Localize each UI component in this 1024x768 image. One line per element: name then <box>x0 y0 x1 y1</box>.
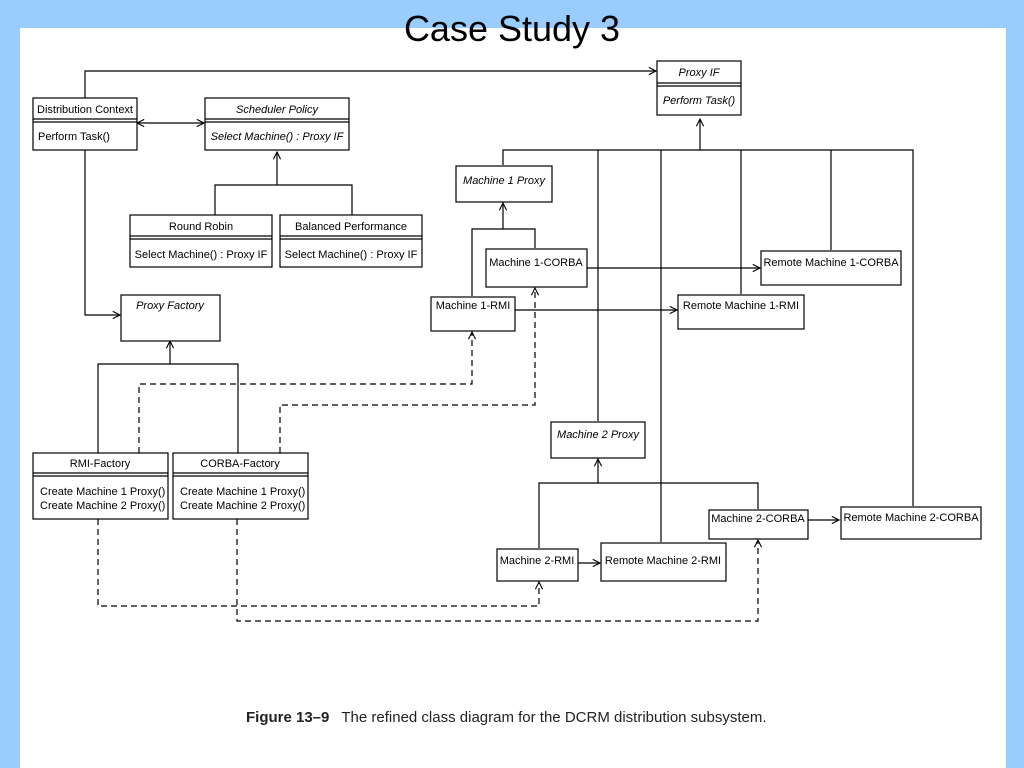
class-remote-machine1-corba: Remote Machine 1-CORBA <box>760 250 902 286</box>
class-name: Round Robin <box>169 221 233 233</box>
class-operation: Create Machine 1 Proxy() <box>40 486 165 498</box>
class-name: Remote Machine 1-CORBA <box>763 257 899 269</box>
class-proxy-if: Proxy IF Perform Task() <box>656 60 742 116</box>
class-name: Machine 2-CORBA <box>711 513 805 525</box>
class-remote-machine2-rmi: Remote Machine 2-RMI <box>600 542 727 582</box>
class-round-robin: Round Robin Select Machine() : Proxy IF <box>129 214 273 268</box>
class-rmi-factory: RMI-Factory Create Machine 1 Proxy() Cre… <box>32 452 169 520</box>
assoc-context-factory <box>84 150 120 315</box>
class-machine1-proxy: Machine 1 Proxy <box>455 165 553 203</box>
class-corba-factory: CORBA-Factory Create Machine 1 Proxy() C… <box>172 452 309 520</box>
class-machine1-corba: Machine 1-CORBA <box>485 248 588 288</box>
connectors <box>84 71 914 622</box>
class-name: CORBA-Factory <box>200 458 280 470</box>
gen-proxyif-tree <box>502 149 914 506</box>
class-operation: Create Machine 1 Proxy() <box>180 486 305 498</box>
class-remote-machine1-rmi: Remote Machine 1-RMI <box>677 294 805 330</box>
gen-scheduler-children <box>214 184 353 215</box>
class-operation: Create Machine 2 Proxy() <box>180 500 305 512</box>
class-machine2-rmi: Machine 2-RMI <box>496 548 579 582</box>
class-name: RMI-Factory <box>70 458 131 470</box>
class-distribution-context: Distribution Context Perform Task() <box>32 97 138 151</box>
slide-title: Case Study 3 <box>403 8 621 49</box>
assoc-context-proxyif <box>84 71 656 100</box>
gen-factory-children <box>97 363 239 453</box>
class-operation: Perform Task() <box>663 95 736 107</box>
class-machine2-proxy: Machine 2 Proxy <box>550 421 646 459</box>
dep-rmifactory-m2rmi <box>97 519 539 607</box>
figure-caption: Figure 13–9 The refined class diagram for… <box>246 709 767 726</box>
class-machine1-rmi: Machine 1-RMI <box>430 296 516 332</box>
class-operation: Select Machine() : Proxy IF <box>211 131 345 143</box>
dep-rmifactory-m1rmi <box>138 332 472 453</box>
class-operation: Select Machine() : Proxy IF <box>135 249 268 261</box>
dep-corbafactory-m2corba <box>236 519 758 622</box>
class-name: Distribution Context <box>37 104 133 116</box>
class-operation: Perform Task() <box>38 131 110 143</box>
class-operation: Select Machine() : Proxy IF <box>285 249 418 261</box>
class-name: Machine 1 Proxy <box>463 175 546 187</box>
class-balanced-performance: Balanced Performance Select Machine() : … <box>279 214 423 268</box>
figure-panel <box>20 28 1006 768</box>
class-name: Proxy Factory <box>136 300 205 312</box>
class-remote-machine2-corba: Remote Machine 2-CORBA <box>840 506 982 540</box>
class-name: Remote Machine 1-RMI <box>683 300 799 312</box>
gen-m2proxy-children <box>538 482 759 548</box>
class-scheduler-policy: Scheduler Policy Select Machine() : Prox… <box>204 97 350 151</box>
class-name: Proxy IF <box>679 67 721 79</box>
class-name: Machine 2 Proxy <box>557 429 640 441</box>
class-name: Remote Machine 2-CORBA <box>843 512 979 524</box>
class-name: Machine 1-RMI <box>436 300 511 312</box>
class-name: Remote Machine 2-RMI <box>605 555 721 567</box>
caption-text: The refined class diagram for the DCRM d… <box>341 709 767 726</box>
class-name: Machine 2-RMI <box>500 555 575 567</box>
class-name: Balanced Performance <box>295 221 407 233</box>
dep-corbafactory-m1corba <box>279 288 535 453</box>
class-name: Scheduler Policy <box>236 104 319 116</box>
class-machine2-corba: Machine 2-CORBA <box>708 509 809 540</box>
caption-label: Figure 13–9 <box>246 709 330 726</box>
class-operation: Create Machine 2 Proxy() <box>40 500 165 512</box>
class-proxy-factory: Proxy Factory <box>120 294 221 342</box>
class-name: Machine 1-CORBA <box>489 257 583 269</box>
